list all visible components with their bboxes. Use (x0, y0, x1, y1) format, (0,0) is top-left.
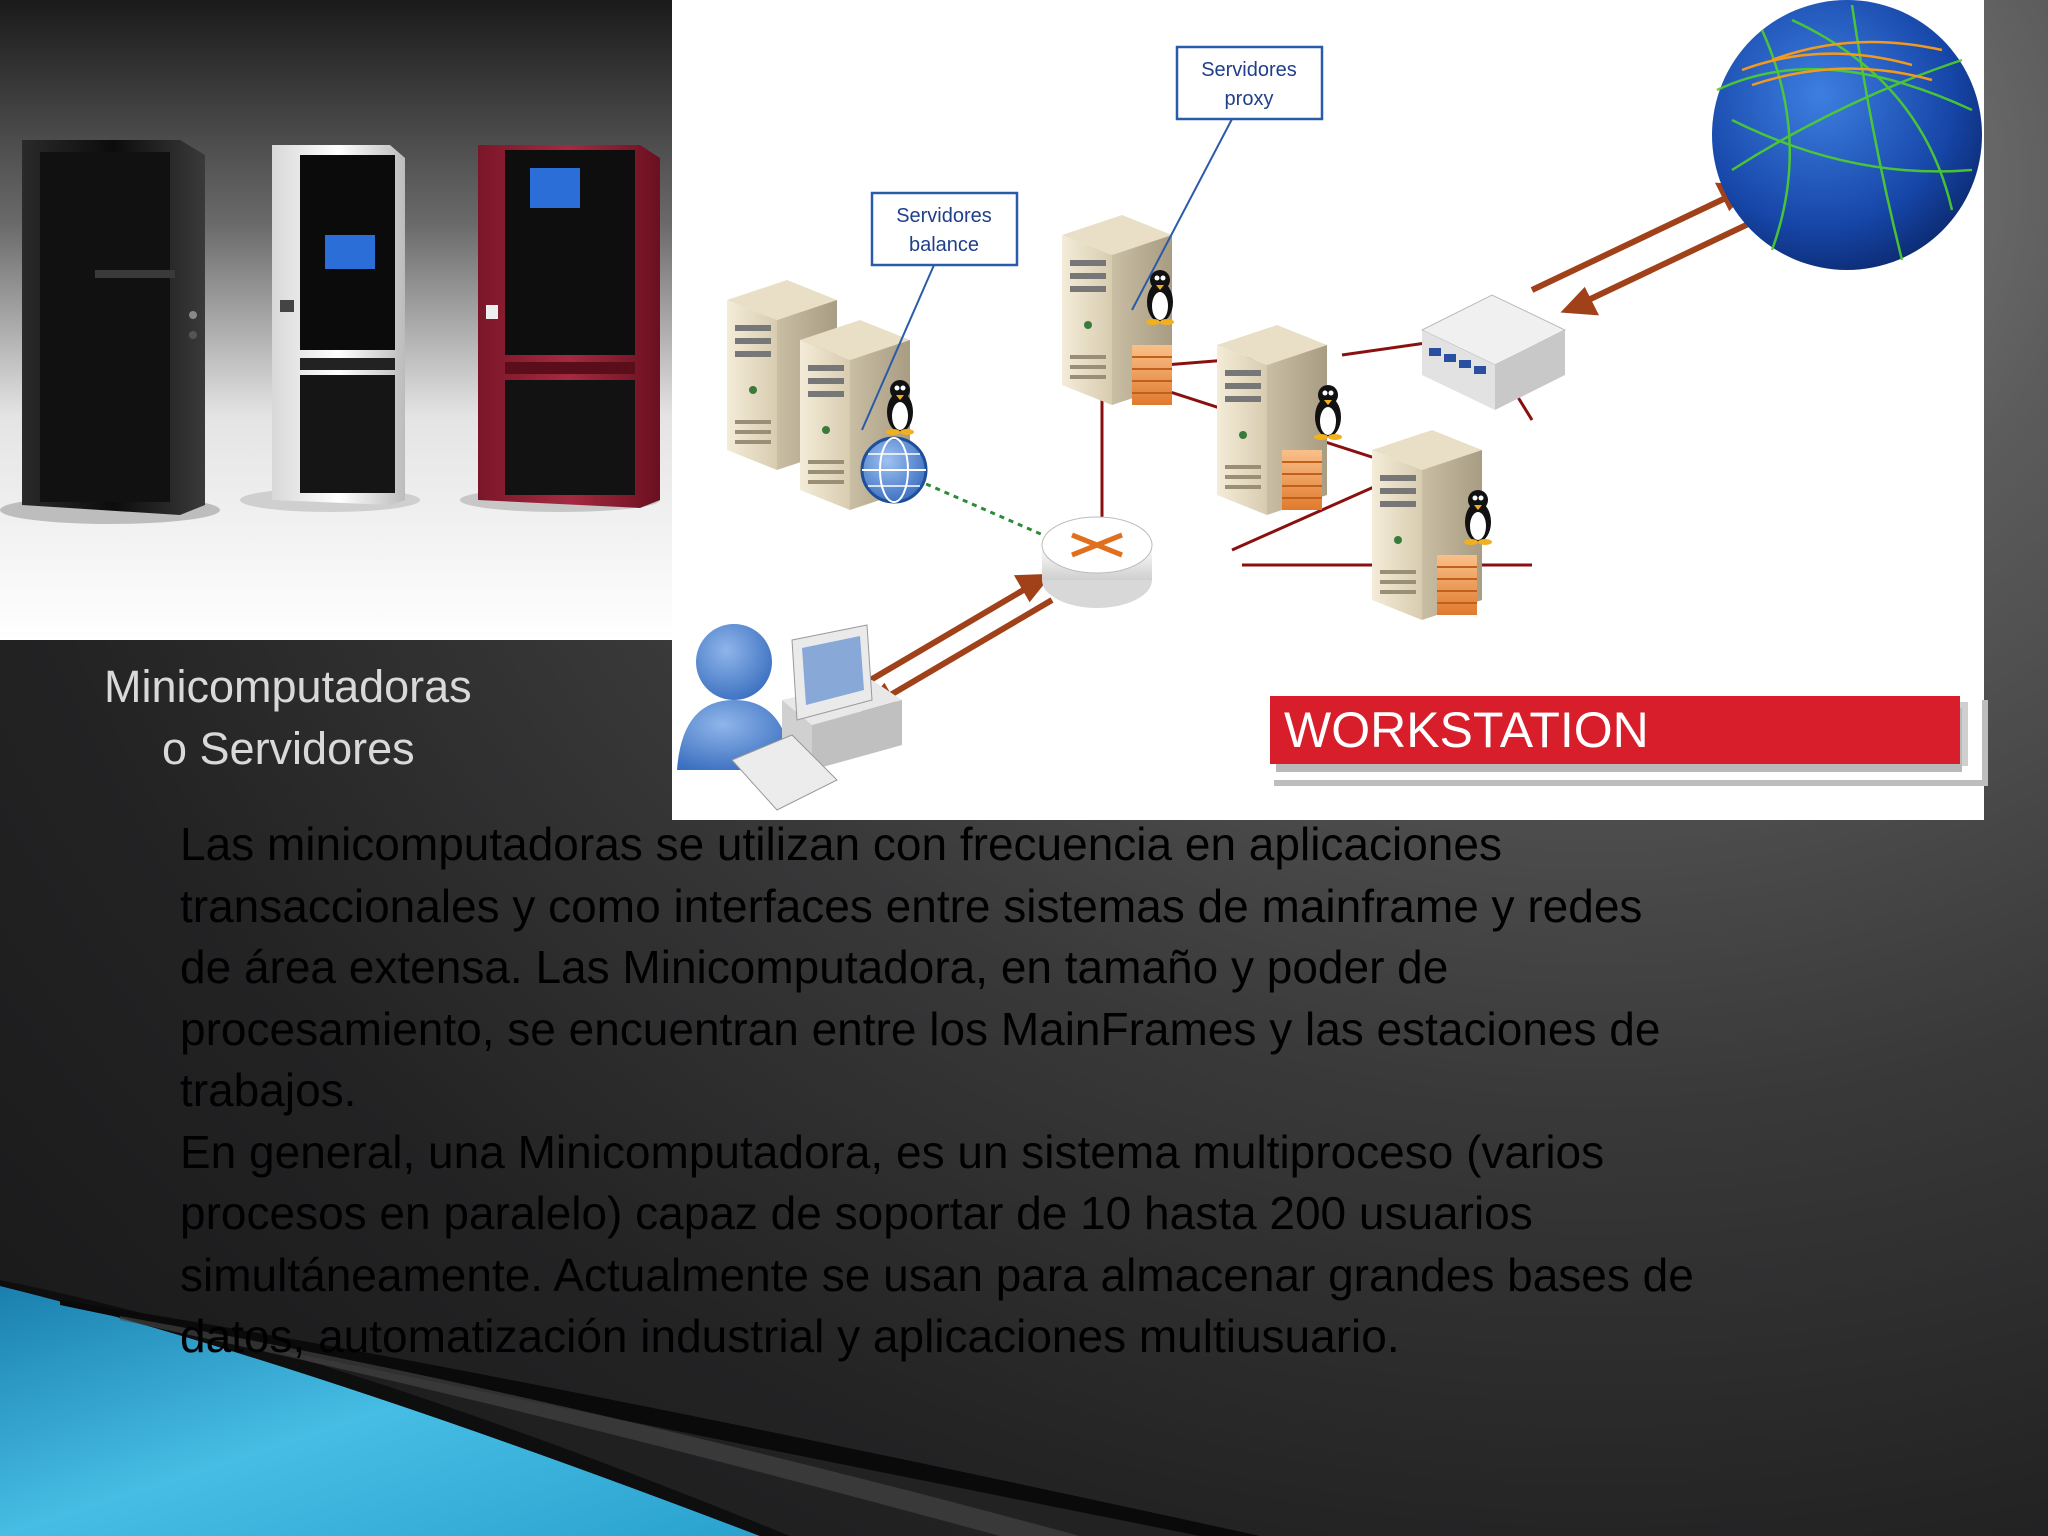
globe-internet-icon (1712, 0, 1982, 270)
red-cabinet (478, 145, 660, 508)
globe-small-icon (860, 436, 928, 504)
disk-proxy (1131, 344, 1173, 406)
workstation-label: WORKSTATION (1270, 696, 1960, 764)
router-icon (1041, 516, 1153, 608)
server-cabinets-photo (0, 0, 672, 640)
proxy-label: Servidores proxy (1131, 45, 1324, 311)
body-paragraph-2: En general, una Minicomputadora, es un s… (180, 1125, 1694, 1363)
workstation-computer-icon (731, 624, 902, 811)
svg-text:balance: balance (909, 234, 979, 256)
decorative-wave (0, 1280, 1260, 1536)
network-diagram: Servidores proxy Servidores balance (672, 0, 1984, 820)
disk-middle (1281, 449, 1323, 511)
svg-text:Servidores: Servidores (896, 205, 992, 227)
disk-right (1436, 554, 1478, 616)
body-text: Las minicomputadoras se utilizan con fre… (180, 814, 1700, 1368)
caption-line-1: Minicomputadoras (104, 661, 472, 712)
caption-line-2: o Servidores (162, 723, 415, 774)
photo-caption: Minicomputadoras o Servidores (104, 656, 564, 780)
switch-icon (1420, 294, 1567, 410)
dashed-link (916, 478, 1051, 540)
svg-text:proxy: proxy (1225, 88, 1274, 110)
body-paragraph-1: Las minicomputadoras se utilizan con fre… (180, 818, 1661, 1116)
white-cabinet (272, 145, 405, 505)
black-cabinet (22, 140, 205, 515)
workstation-label-frame (1274, 700, 1988, 786)
svg-text:Servidores: Servidores (1201, 59, 1297, 81)
balance-label: Servidores balance (861, 191, 1019, 431)
